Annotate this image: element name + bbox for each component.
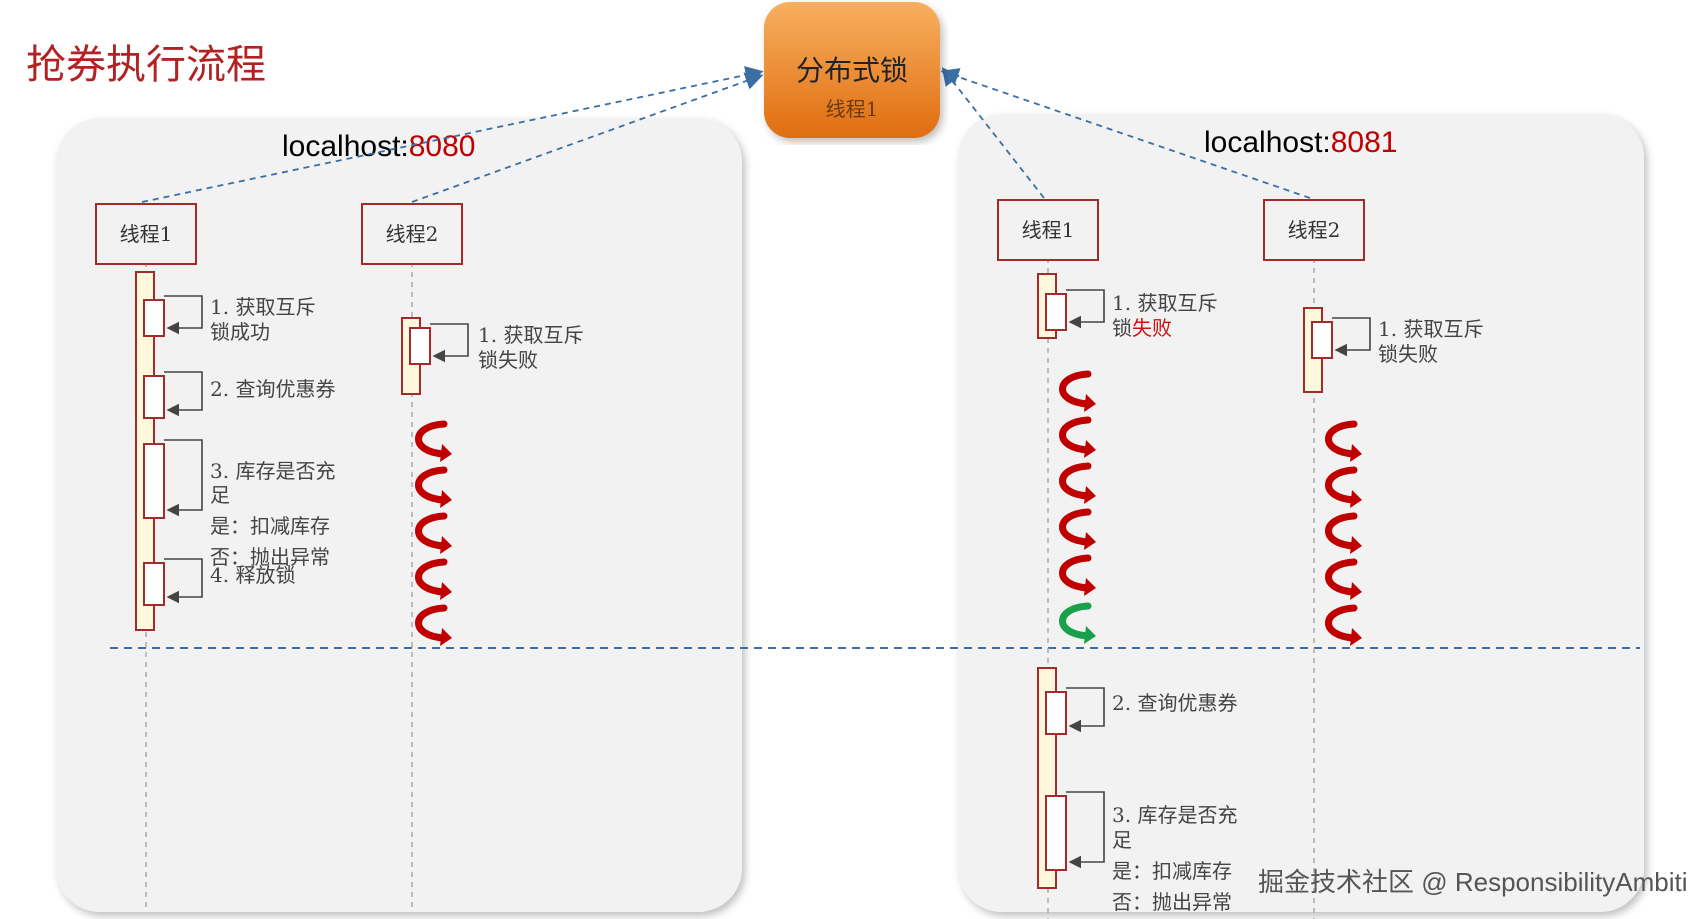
retry-arrow-head-icon: [1350, 444, 1362, 462]
server-label-8080: localhost:8080: [282, 130, 476, 163]
step-label: 1. 获取互斥锁失败: [1378, 317, 1483, 366]
retry-arrows: [415, 370, 1362, 646]
step-label: 2. 查询优惠券: [1112, 691, 1237, 715]
self-call-box: [143, 443, 165, 519]
server-label-8081: localhost:8081: [1204, 126, 1398, 159]
server-panel-8080: [56, 118, 742, 912]
retry-arrow-head-icon: [440, 490, 452, 508]
retry-arrow-head-icon: [1084, 626, 1096, 644]
lock-link-8080-thread2: [411, 72, 764, 203]
self-call-arrow-icon: [1066, 791, 1105, 869]
retry-arrow-icon: [1325, 466, 1358, 504]
thread-box-8081-2: [1263, 199, 1365, 261]
thread-label: 线程2: [386, 222, 439, 246]
self-call-box: [1045, 795, 1067, 871]
step-label: 1. 获取互斥锁成功: [210, 295, 315, 344]
retry-arrow-icon: [1059, 554, 1092, 592]
self-call-arrow-icon: [164, 439, 203, 517]
self-calls: [143, 289, 1371, 871]
retry-arrow-head-icon: [1350, 582, 1362, 600]
retry-arrow-icon: [1059, 462, 1092, 500]
retry-arrow-icon: [1059, 416, 1092, 454]
retry-arrow-icon: [1325, 420, 1358, 458]
lock-holder: 线程1: [826, 97, 879, 121]
page-title: 抢券执行流程: [26, 42, 266, 88]
step-label: 4. 释放锁: [210, 563, 295, 587]
thread-box-8081-1: [997, 199, 1099, 261]
retry-arrow-head-icon: [1084, 486, 1096, 504]
thread-label: 线程2: [1288, 218, 1341, 242]
retry-arrow-icon: [415, 420, 448, 458]
thread-box-8080-2: [361, 203, 463, 265]
self-call-arrow-icon: [164, 371, 203, 417]
step-label: 2. 查询优惠券: [210, 377, 335, 401]
self-call-box: [143, 375, 165, 419]
server-panel-8081: [958, 114, 1644, 912]
retry-arrow-head-icon: [1350, 490, 1362, 508]
watermark: 掘金技术社区 @ ResponsibilityAmbiti: [1258, 867, 1688, 897]
retry-arrow-head-icon: [1084, 394, 1096, 412]
self-call-box: [1045, 691, 1067, 735]
retry-arrow-head-icon: [440, 628, 452, 646]
thread-box-8080-1: [95, 203, 197, 265]
self-call-arrow-icon: [1066, 289, 1105, 329]
retry-arrow-icon: [415, 512, 448, 550]
retry-arrow-head-icon: [440, 536, 452, 554]
retry-arrow-icon: [415, 558, 448, 596]
thread-label: 线程1: [1022, 218, 1075, 242]
self-call-box: [1311, 321, 1333, 359]
retry-arrow-icon: [415, 604, 448, 642]
retry-arrow-icon: [1059, 370, 1092, 408]
retry-arrow-icon: [1059, 602, 1092, 640]
retry-arrow-head-icon: [1084, 578, 1096, 596]
lock-link-8081-thread1: [941, 67, 1045, 199]
retry-arrow-icon: [1325, 512, 1358, 550]
retry-arrow-head-icon: [440, 582, 452, 600]
retry-arrow-icon: [1325, 558, 1358, 596]
retry-arrow-head-icon: [1084, 532, 1096, 550]
step-label: 1. 获取互斥锁失败: [1112, 291, 1217, 340]
step-label: 3. 库存是否充足是：扣减库存否：抛出异常: [210, 459, 335, 569]
self-call-box: [1045, 293, 1067, 331]
retry-arrow-icon: [1325, 604, 1358, 642]
retry-arrow-head-icon: [1084, 440, 1096, 458]
self-call-arrow-icon: [1066, 687, 1105, 733]
lock-connections: [141, 66, 1311, 203]
lock-title: 分布式锁: [796, 54, 908, 87]
retry-arrow-head-icon: [1350, 628, 1362, 646]
self-call-box: [143, 562, 165, 606]
step-label: 3. 库存是否充足是：扣减库存否：抛出异常: [1112, 803, 1237, 914]
self-call-arrow-icon: [1332, 317, 1371, 357]
self-call-box: [409, 327, 431, 365]
retry-arrow-icon: [1059, 508, 1092, 546]
self-call-arrow-icon: [164, 295, 203, 335]
self-call-box: [143, 299, 165, 337]
distributed-lock: 分布式锁 线程1: [764, 2, 940, 138]
retry-arrow-icon: [415, 466, 448, 504]
retry-arrow-head-icon: [440, 444, 452, 462]
step-label: 1. 获取互斥锁失败: [478, 323, 583, 372]
self-call-arrow-icon: [164, 558, 203, 604]
retry-arrow-head-icon: [1350, 536, 1362, 554]
thread-label: 线程1: [120, 222, 173, 246]
self-call-arrow-icon: [430, 323, 469, 363]
lock-link-8081-thread2: [940, 68, 1311, 199]
